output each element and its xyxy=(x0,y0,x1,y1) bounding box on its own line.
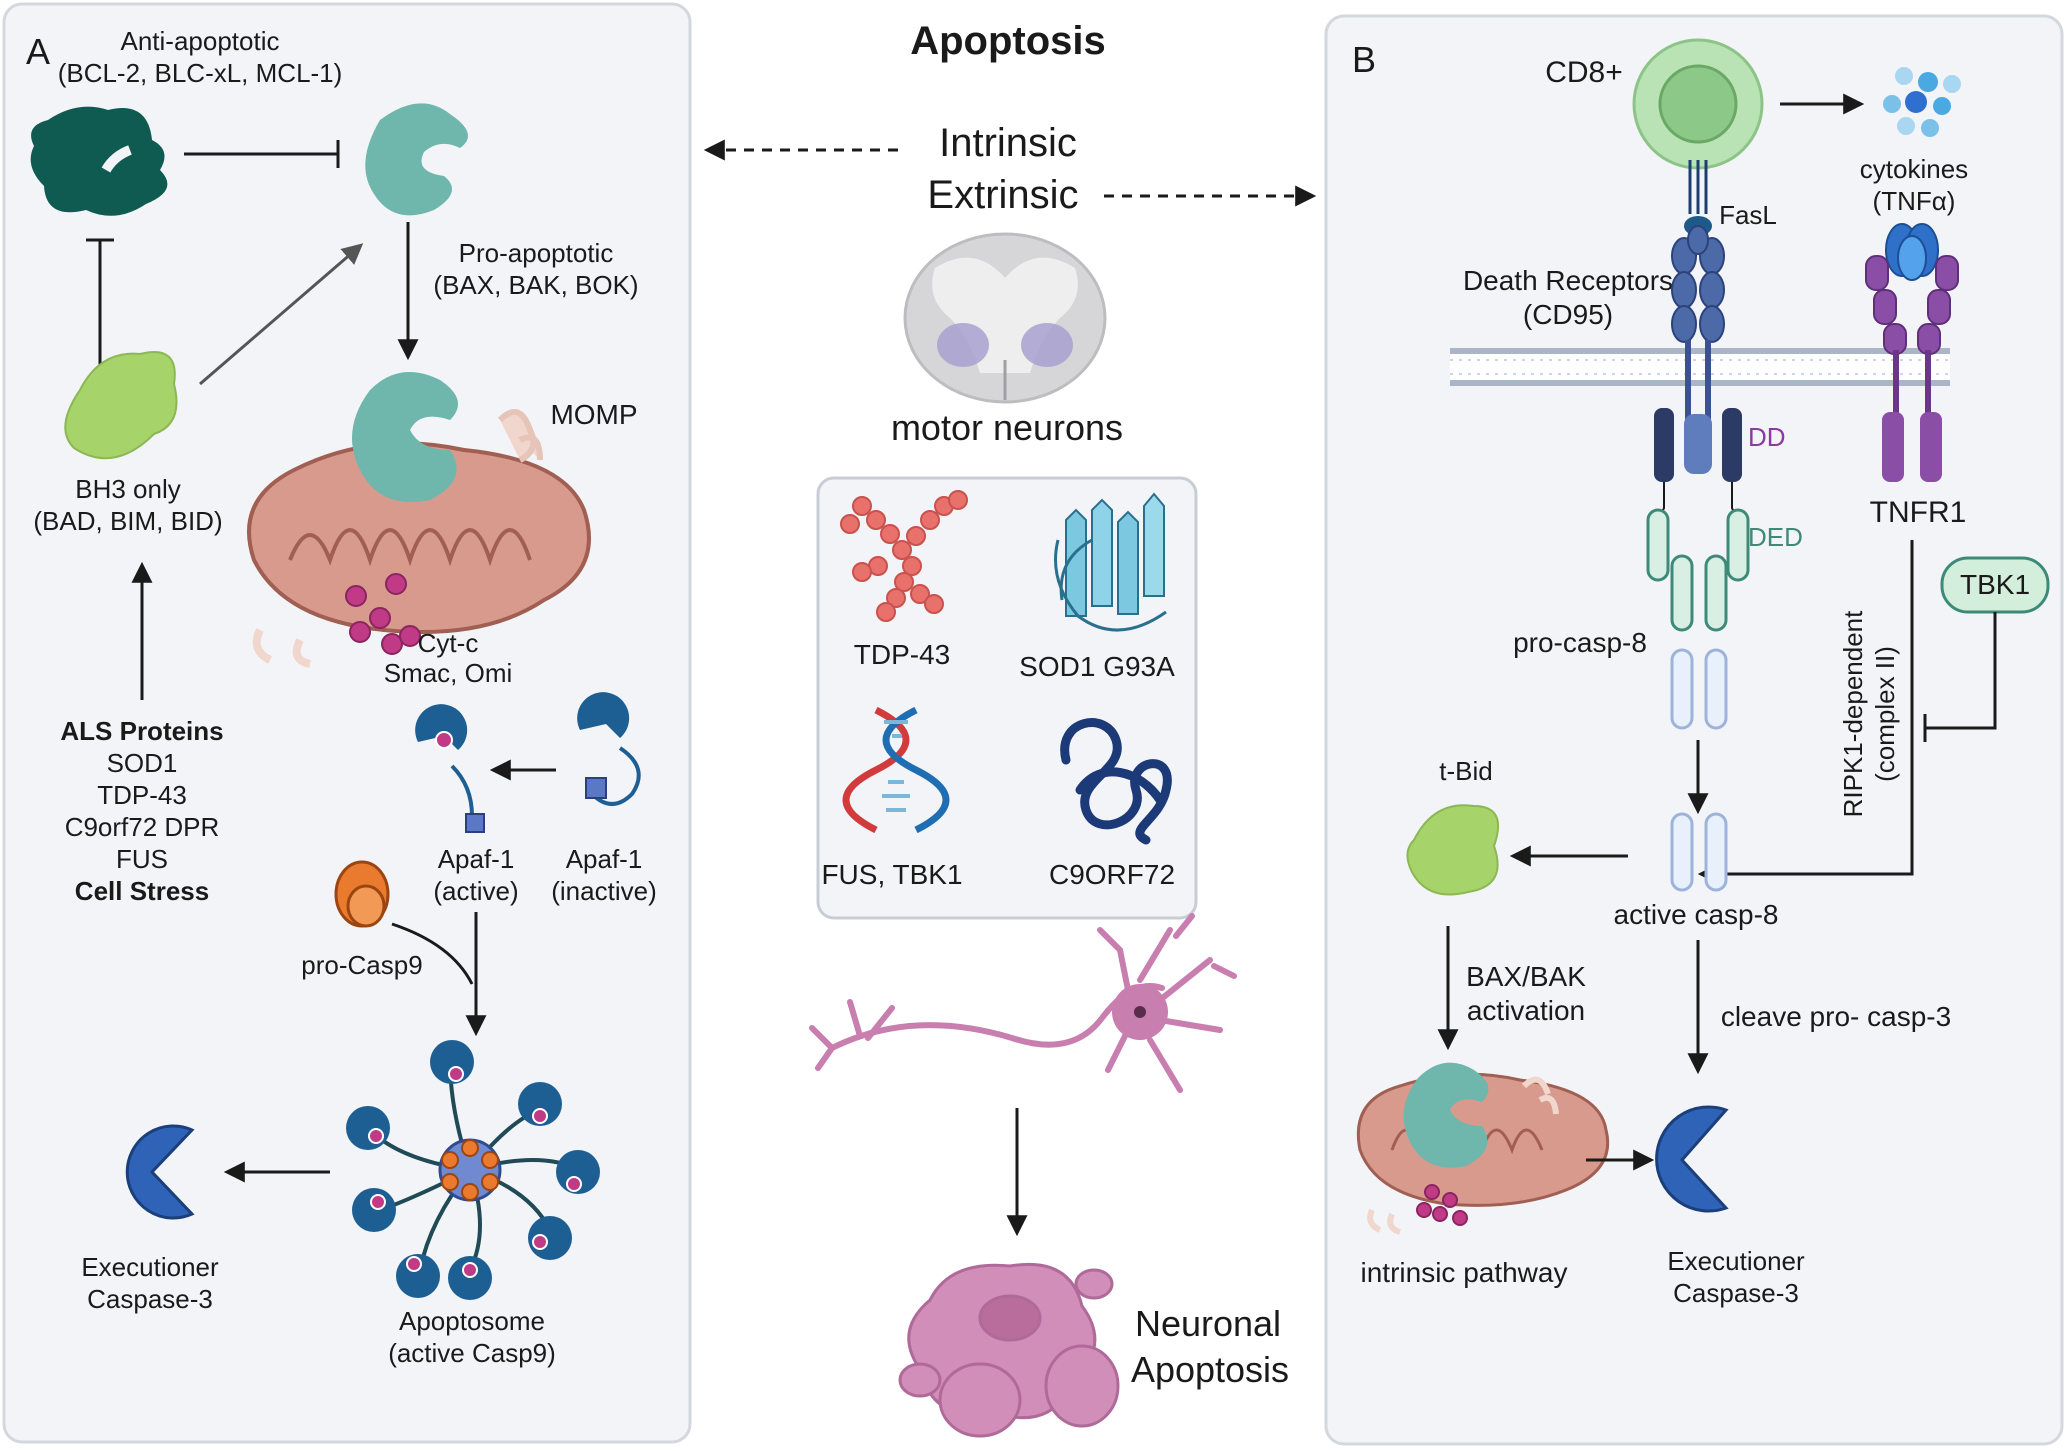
als-item-tdp43: TDP-43 xyxy=(97,780,187,810)
panel-a-letter: A xyxy=(26,31,50,72)
sod1-label: SOD1 G93A xyxy=(1019,651,1175,682)
apaf1-inactive-icon xyxy=(577,692,641,806)
cytc-dots-b xyxy=(1416,1184,1468,1226)
c9orf72-icon xyxy=(1060,718,1172,845)
cytc-label-1: Cyt-c xyxy=(418,628,479,658)
als-item-fus: FUS xyxy=(116,844,168,874)
active-casp8-label: active casp-8 xyxy=(1614,899,1779,930)
bax-bak-label-1: BAX/BAK xyxy=(1466,961,1586,992)
bax-bak-pore xyxy=(1403,1062,1489,1168)
pro-casp9-label: pro-Casp9 xyxy=(301,950,422,980)
bh3-label-2: (BAD, BIM, BID) xyxy=(33,506,222,536)
neuronal-apoptosis-label-1: Neuronal xyxy=(1135,1303,1281,1344)
cytc-dots xyxy=(345,573,421,655)
cd8-label: CD8+ xyxy=(1545,56,1623,89)
c9orf72-label: C9ORF72 xyxy=(1049,859,1175,890)
dd-label: DD xyxy=(1748,422,1786,452)
als-protein-box xyxy=(816,476,1198,920)
motor-neurons-label: motor neurons xyxy=(891,407,1123,448)
pro-apoptotic-label-2: (BAX, BAK, BOK) xyxy=(433,270,638,300)
tnfr1-to-casp8-arrow xyxy=(1697,540,1914,885)
tnfr1-icon xyxy=(1865,223,1959,482)
tbk1-label: TBK1 xyxy=(1960,569,2030,600)
tbk1-inhibits-line xyxy=(1925,612,1997,730)
apaf1-active-label-2: (active) xyxy=(433,876,518,906)
pro-apoptotic-label-1: Pro-apoptotic xyxy=(459,238,614,268)
bh3-protein xyxy=(64,351,178,460)
mitochondria-icon xyxy=(247,409,591,668)
ripk1-label-1: RIPK1-dependent xyxy=(1838,610,1868,817)
panel-a xyxy=(2,2,692,1444)
spinal-cord-icon xyxy=(903,232,1107,404)
tdp43-icon xyxy=(840,490,968,622)
pro-apoptotic-pore xyxy=(352,372,458,502)
neuronal-apoptosis-label-2: Apoptosis xyxy=(1131,1349,1289,1390)
cytokines-label-1: cytokines xyxy=(1860,154,1968,184)
death-receptors-label-2: (CD95) xyxy=(1523,299,1613,330)
t-bid-label: t-Bid xyxy=(1439,756,1492,786)
executioner-caspase3-icon-a xyxy=(125,1124,195,1220)
fasl-label: FasL xyxy=(1719,200,1777,230)
active-casp8-icon xyxy=(1670,812,1728,892)
bh3-label-1: BH3 only xyxy=(75,474,181,504)
ripk1-label-2: (complex II) xyxy=(1870,646,1900,782)
executioner-a-label-2: Caspase-3 xyxy=(87,1284,213,1314)
cd8-cell-icon xyxy=(1632,38,1764,236)
als-item-sod1: SOD1 xyxy=(107,748,178,778)
extrinsic-label: Extrinsic xyxy=(927,173,1078,217)
t-bid-protein xyxy=(1406,804,1499,896)
anti-apoptotic-label-1: Anti-apoptotic xyxy=(121,26,280,56)
cell-membrane xyxy=(1450,348,1950,386)
bh3-to-pro-arrow xyxy=(199,243,364,386)
intrinsic-pathway-label: intrinsic pathway xyxy=(1361,1257,1568,1288)
apaf1-inactive-label-1: Apaf-1 xyxy=(566,844,643,874)
cytc-label-2: Smac, Omi xyxy=(384,658,513,688)
als-item-c9orf72: C9orf72 DPR xyxy=(65,812,220,842)
executioner-a-label-1: Executioner xyxy=(81,1252,219,1282)
momp-label: MOMP xyxy=(550,399,637,430)
pro-casp9-icon xyxy=(334,860,390,928)
ded-label: DED xyxy=(1748,522,1803,552)
pro-casp8-label: pro-casp-8 xyxy=(1513,627,1647,658)
cell-stress-label: Cell Stress xyxy=(75,876,209,906)
figure-title: Apoptosis xyxy=(910,19,1106,63)
panel-b-letter: B xyxy=(1352,39,1376,80)
fus-tbk1-label: FUS, TBK1 xyxy=(821,859,962,890)
dna-icon xyxy=(842,706,950,834)
anti-apoptotic-protein xyxy=(30,106,168,216)
tnfr1-label: TNFR1 xyxy=(1870,496,1967,529)
anti-apoptotic-label-2: (BCL-2, BLC-xL, MCL-1) xyxy=(58,58,343,88)
apaf1-active-icon xyxy=(415,704,485,833)
neuron-icon xyxy=(809,913,1237,1093)
death-receptor-icon xyxy=(1646,225,1750,730)
tdp43-label: TDP-43 xyxy=(854,639,950,670)
cytokines-label-2: (TNFα) xyxy=(1873,186,1956,216)
bax-bak-label-2: activation xyxy=(1467,995,1585,1026)
executioner-b-label-2: Caspase-3 xyxy=(1673,1278,1799,1308)
intrinsic-label: Intrinsic xyxy=(939,121,1077,165)
sod1-icon xyxy=(1054,492,1167,632)
cleave-label: cleave pro- casp-3 xyxy=(1721,1001,1951,1032)
als-proteins-header: ALS Proteins xyxy=(60,716,223,746)
executioner-caspase3-icon-b xyxy=(1655,1105,1729,1213)
casp9-join-line xyxy=(391,922,474,985)
apaf1-inactive-label-2: (inactive) xyxy=(551,876,656,906)
pro-apoptotic-protein xyxy=(365,103,468,216)
apaf1-active-label-1: Apaf-1 xyxy=(438,844,515,874)
cytokine-dots xyxy=(1883,67,1961,137)
death-receptors-label-1: Death Receptors xyxy=(1463,265,1673,296)
executioner-b-label-1: Executioner xyxy=(1667,1246,1805,1276)
neuronal-apoptosis-icon xyxy=(898,1262,1120,1438)
apoptosome-label-1: Apoptosome xyxy=(399,1306,545,1336)
apoptosome-label-2: (active Casp9) xyxy=(388,1338,556,1368)
